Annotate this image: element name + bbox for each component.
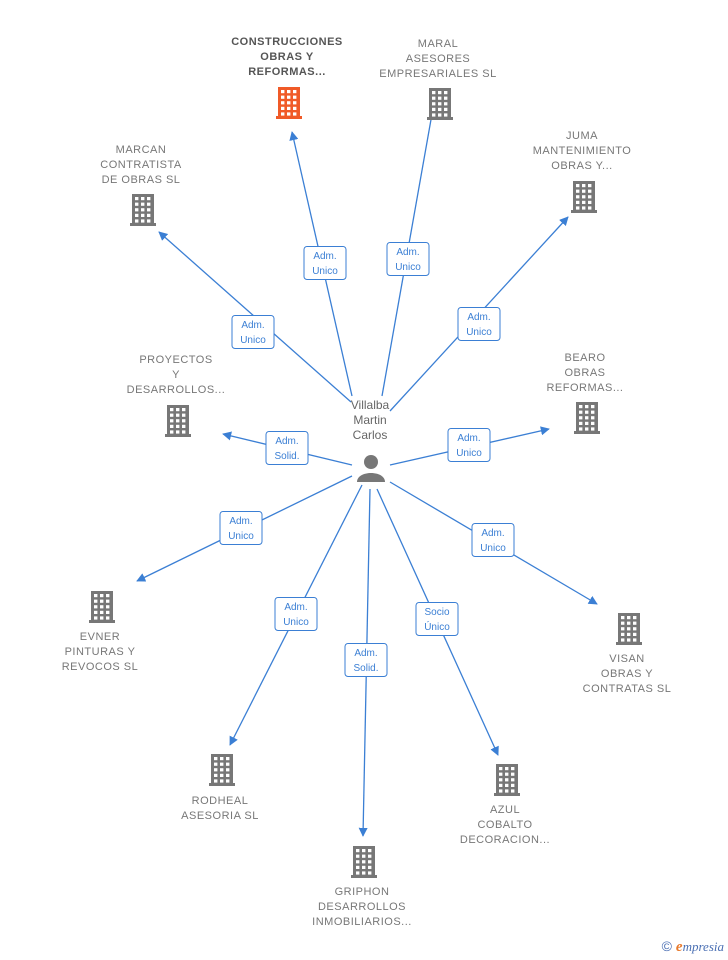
company-name-line: REFORMAS... [248,66,326,78]
company-name-line: CONTRATISTA [100,159,182,171]
company-name-line: MANTENIMIENTO [533,145,632,157]
brand-footer[interactable]: ©empresia [662,938,724,956]
company-name-line: EVNER [80,631,120,643]
company-node-azul[interactable]: AZUL COBALTO DECORACION... [460,764,550,846]
company-name-line: JUMA [566,130,598,142]
edge-role-text: Unico [395,262,421,273]
center-name-line-2: Martin [353,413,386,427]
edge-role-text: Adm. [457,433,480,444]
edges-layer: Adm.UnicoAdm.UnicoAdm.UnicoAdm.UnicoAdm.… [136,96,598,837]
company-node-visan[interactable]: VISAN OBRAS Y CONTRATAS SL [583,613,672,695]
edge-role-text: Adm. [241,320,264,331]
company-node-rodheal[interactable]: RODHEAL ASESORIA SL [181,754,259,822]
company-name-line: REVOCOS SL [62,661,139,673]
edge-role-text: Adm. [481,528,504,539]
company-node-griphon[interactable]: GRIPHON DESARROLLOS INMOBILIARIOS... [312,846,412,928]
edge-role-text: Adm. [354,648,377,659]
building-icon [165,405,191,437]
company-name-line: PINTURAS Y [65,646,136,658]
edge-role-text: Adm. [396,247,419,258]
center-person-node[interactable]: Villalba Martin Carlos [351,398,390,482]
edge-role-text: Adm. [275,436,298,447]
edge-role-visan[interactable]: Adm. Unico [471,523,515,557]
company-name-line: COBALTO [477,819,532,831]
company-name-line: ASESORIA SL [181,810,259,822]
edge-role-text: Unico [228,531,254,542]
company-node-juma[interactable]: JUMA MANTENIMIENTO OBRAS Y... [533,130,632,213]
company-name-line: MARCAN [116,144,167,156]
company-name-line: OBRAS Y [260,51,314,63]
edge-role-text: Unico [480,543,506,554]
company-node-proyectos[interactable]: PROYECTOS Y DESARROLLOS... [127,354,226,437]
company-name-line: DECORACION... [460,834,550,846]
company-name-line: OBRAS Y... [551,160,612,172]
edge-role-text: Unico [240,335,266,346]
company-name-line: GRIPHON [335,886,390,898]
company-name-line: OBRAS [564,367,605,379]
company-name-line: DESARROLLOS [318,901,406,913]
nodes-layer: CONSTRUCCIONES OBRAS Y REFORMAS... MARAL ASE… [62,36,672,928]
edge-role-griphon[interactable]: Adm. Solid. [344,643,388,677]
building-icon [351,846,377,878]
edge-role-text: Unico [312,266,338,277]
edge-role-text: Unico [466,327,492,338]
building-icon [130,194,156,226]
building-icon [89,591,115,623]
company-name-line: EMPRESARIALES SL [379,68,496,80]
company-name-line: INMOBILIARIOS... [312,916,412,928]
edge-role-text: Solid. [353,663,378,674]
company-name-line: ASESORES [406,53,471,65]
company-node-evner[interactable]: EVNER PINTURAS Y REVOCOS SL [62,591,139,673]
company-name-line: REFORMAS... [546,382,623,394]
edge-role-text: Único [424,620,450,633]
edge-role-juma[interactable]: Adm. Unico [457,307,501,341]
building-icon [427,88,453,120]
edge-role-bearo[interactable]: Adm. Unico [447,428,491,462]
building-icon [494,764,520,796]
building-icon [571,181,597,213]
company-name-line: MARAL [418,38,458,50]
center-name-line-3: Carlos [353,428,388,442]
edge-role-text: Socio [424,607,449,618]
company-name-line: CONSTRUCCIONES [231,36,343,48]
brand-logo-initial: e [675,939,683,955]
person-icon [357,455,385,482]
edge-role-proyectos[interactable]: Adm. Solid. [265,431,309,465]
edge-role-text: Adm. [229,516,252,527]
company-name-line: Y [172,369,180,381]
company-node-marcan[interactable]: MARCAN CONTRATISTA DE OBRAS SL [100,144,182,226]
brand-logo-text: mpresia [682,939,724,954]
edge-role-marcan[interactable]: Adm. Unico [231,315,275,349]
building-icon [616,613,642,645]
company-name-line: OBRAS Y [601,668,653,680]
building-icon [574,402,600,434]
company-node-construcciones[interactable]: CONSTRUCCIONES OBRAS Y REFORMAS... [231,36,343,119]
edge-role-text: Adm. [467,312,490,323]
edge-role-text: Unico [283,617,309,628]
company-name-line: CONTRATAS SL [583,683,672,695]
company-name-line: DESARROLLOS... [127,384,226,396]
center-name-line-1: Villalba [351,398,390,412]
company-node-bearo[interactable]: BEARO OBRAS REFORMAS... [546,352,623,434]
company-name-line: DE OBRAS SL [102,174,181,186]
company-name-line: VISAN [609,653,645,665]
edge-role-text: Solid. [274,451,299,462]
edge-role-maral[interactable]: Adm. Unico [386,242,430,276]
building-icon [276,87,302,119]
edge-role-text: Adm. [284,602,307,613]
edge-role-text: Unico [456,448,482,459]
company-name-line: BEARO [564,352,605,364]
copyright-symbol: © [661,938,672,954]
edge-role-evner[interactable]: Adm. Unico [219,511,263,545]
company-node-maral[interactable]: MARAL ASESORES EMPRESARIALES SL [379,38,496,120]
company-name-line: AZUL [490,804,520,816]
edge-role-construcciones[interactable]: Adm. Unico [303,246,347,280]
company-name-line: RODHEAL [192,795,249,807]
building-icon [209,754,235,786]
edge-role-rodheal[interactable]: Adm. Unico [274,597,318,631]
edge-role-text: Adm. [313,251,336,262]
company-name-line: PROYECTOS [139,354,212,366]
